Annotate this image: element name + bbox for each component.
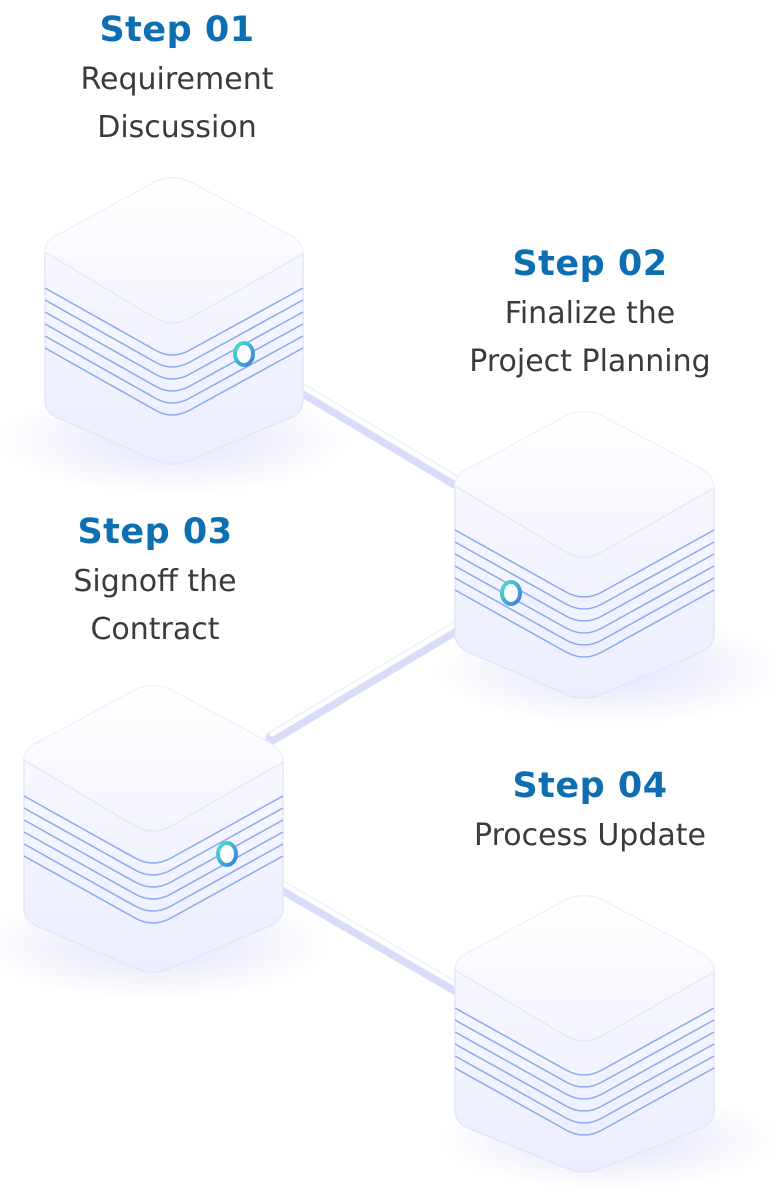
step-2-description-line-1: Finalize the bbox=[504, 296, 676, 331]
step-1-label: Step 01 Requirement Discussion bbox=[17, 10, 337, 152]
cube-step-1 bbox=[0, 177, 350, 495]
step-3-label: Step 03 Signoff the Contract bbox=[0, 512, 315, 654]
step-3-title: Step 03 bbox=[77, 512, 233, 552]
step-1-description-line-2: Discussion bbox=[97, 110, 257, 145]
step-4-description: Process Update bbox=[430, 812, 750, 860]
step-4-label: Step 04 Process Update bbox=[430, 766, 750, 860]
step-4-title: Step 04 bbox=[512, 766, 668, 806]
port-ring-icon bbox=[500, 580, 522, 606]
port-ring-icon bbox=[233, 341, 255, 367]
step-2-description: Finalize the Project Planning bbox=[430, 290, 750, 386]
step-2-title: Step 02 bbox=[512, 244, 668, 284]
step-3-description: Signoff the Contract bbox=[0, 558, 315, 654]
step-3-description-line-2: Contract bbox=[90, 612, 220, 647]
step-2-description-line-2: Project Planning bbox=[469, 344, 711, 379]
step-4-description-line-1: Process Update bbox=[474, 818, 706, 853]
step-1-description: Requirement Discussion bbox=[17, 56, 337, 152]
step-1-title: Step 01 bbox=[99, 10, 255, 50]
port-ring-icon bbox=[216, 841, 238, 867]
step-2-label: Step 02 Finalize the Project Planning bbox=[430, 244, 750, 386]
step-1-description-line-1: Requirement bbox=[80, 62, 274, 97]
cube-step-2 bbox=[435, 411, 775, 725]
cube-step-4 bbox=[440, 895, 775, 1190]
cube-step-3 bbox=[0, 685, 330, 1000]
step-3-description-line-1: Signoff the bbox=[73, 564, 237, 599]
